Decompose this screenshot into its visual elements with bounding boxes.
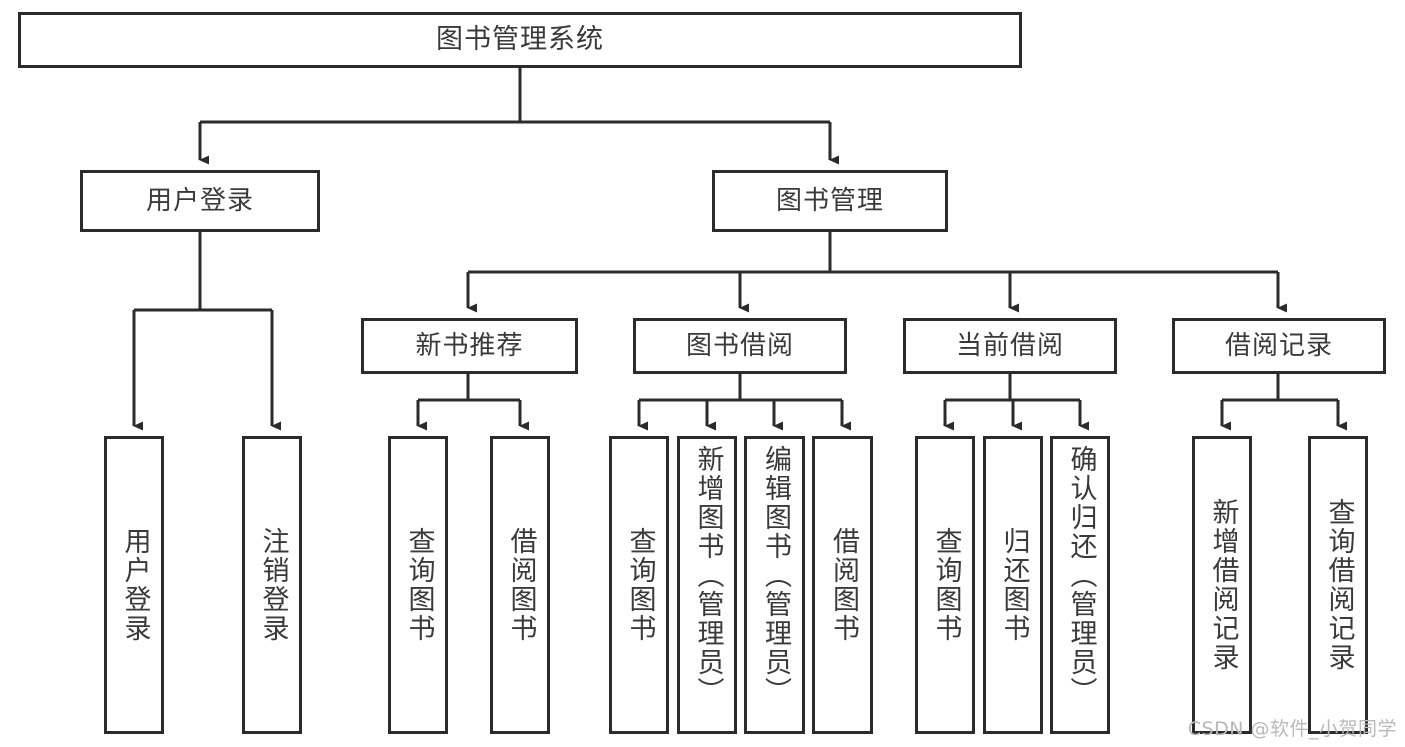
node-label: 查询图书 xyxy=(403,527,435,643)
node-label: 查询借阅记录 xyxy=(1323,498,1355,672)
leaf-inner: 查询图书 xyxy=(918,439,972,731)
node-leaf-query-book-current[interactable]: 查询图书 xyxy=(915,436,975,734)
node-leaf-query-borrow-record[interactable]: 查询借阅记录 xyxy=(1308,436,1368,734)
leaf-inner: 查询借阅记录 xyxy=(1311,439,1365,731)
leaf-inner: 新增图书（管理员） xyxy=(680,439,734,731)
node-leaf-user-login[interactable]: 用户登录 xyxy=(104,436,164,734)
node-label: 用户登录 xyxy=(145,185,254,216)
node-book-management[interactable]: 图书管理 xyxy=(712,170,948,232)
node-current-borrow[interactable]: 当前借阅 xyxy=(903,318,1117,374)
leaf-inner: 查询图书 xyxy=(391,439,445,731)
node-label: 借阅图书 xyxy=(505,527,537,643)
node-label: 借阅记录 xyxy=(1224,330,1333,361)
leaf-inner: 注销登录 xyxy=(245,439,299,731)
leaf-inner: 归还图书 xyxy=(986,439,1040,731)
node-label: 查询图书 xyxy=(930,527,962,643)
node-label: 图书管理 xyxy=(775,185,884,216)
node-book-borrow[interactable]: 图书借阅 xyxy=(633,318,847,374)
leaf-inner: 新增借阅记录 xyxy=(1195,439,1249,731)
node-label: 归还图书 xyxy=(998,527,1030,643)
node-label: 编辑图书（管理员） xyxy=(759,445,791,706)
node-new-book-recommend[interactable]: 新书推荐 xyxy=(361,318,578,374)
leaf-inner: 借阅图书 xyxy=(493,439,547,731)
node-user-login[interactable]: 用户登录 xyxy=(80,170,320,232)
node-leaf-query-book-recommend[interactable]: 查询图书 xyxy=(388,436,448,734)
node-leaf-add-borrow-record[interactable]: 新增借阅记录 xyxy=(1192,436,1252,734)
node-label: 图书借阅 xyxy=(685,330,794,361)
node-leaf-confirm-return-admin[interactable]: 确认归还（管理员） xyxy=(1050,436,1110,734)
leaf-inner: 编辑图书（管理员） xyxy=(747,439,802,731)
node-label: 借阅图书 xyxy=(827,527,859,643)
node-leaf-borrow-book-recommend[interactable]: 借阅图书 xyxy=(490,436,550,734)
node-label: 新书推荐 xyxy=(415,330,524,361)
node-label: 用户登录 xyxy=(119,527,151,643)
node-label: 确认归还（管理员） xyxy=(1065,445,1097,706)
node-leaf-logout[interactable]: 注销登录 xyxy=(242,436,302,734)
node-label: 当前借阅 xyxy=(955,330,1064,361)
leaf-inner: 借阅图书 xyxy=(815,439,870,731)
leaf-inner: 确认归还（管理员） xyxy=(1053,439,1107,731)
leaf-inner: 查询图书 xyxy=(612,439,666,731)
node-borrow-record[interactable]: 借阅记录 xyxy=(1172,318,1386,374)
node-leaf-add-book-admin[interactable]: 新增图书（管理员） xyxy=(677,436,737,734)
node-leaf-query-book-borrow[interactable]: 查询图书 xyxy=(609,436,669,734)
node-label: 新增借阅记录 xyxy=(1207,498,1239,672)
node-leaf-borrow-book[interactable]: 借阅图书 xyxy=(812,436,873,734)
node-label: 新增图书（管理员） xyxy=(692,445,724,706)
leaf-inner: 用户登录 xyxy=(107,439,161,731)
node-label: 查询图书 xyxy=(624,527,656,643)
node-label: 图书管理系统 xyxy=(436,24,604,56)
node-root-book-management-system[interactable]: 图书管理系统 xyxy=(18,12,1022,68)
node-leaf-return-book[interactable]: 归还图书 xyxy=(983,436,1043,734)
node-label: 注销登录 xyxy=(257,527,289,643)
node-leaf-edit-book-admin[interactable]: 编辑图书（管理员） xyxy=(744,436,805,734)
